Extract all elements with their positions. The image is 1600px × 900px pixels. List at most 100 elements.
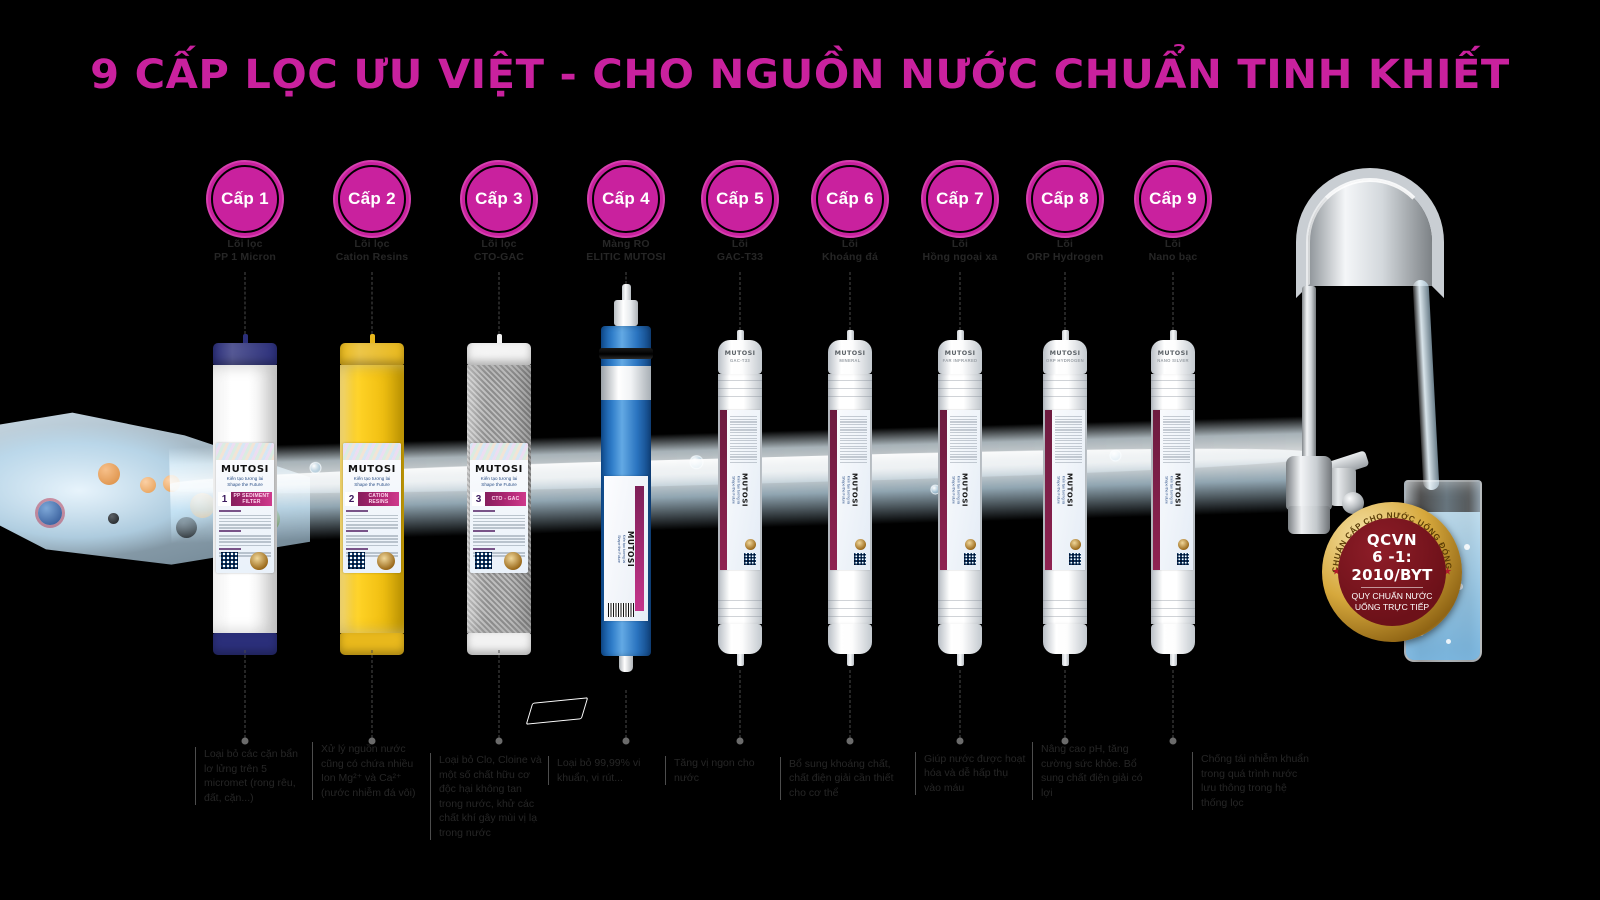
ro-bottom-port <box>619 656 633 672</box>
label-qr-code <box>475 552 492 569</box>
inline-base <box>828 624 872 654</box>
stage-lead-line2: Khoáng đá <box>821 251 879 263</box>
stage-description-3: Loại bỏ Clo, Cloine và một số chất hữu c… <box>430 753 542 840</box>
label-tagline-vi: Kiến tạo tương lai <box>480 476 518 481</box>
inline-tube-ring <box>828 396 872 397</box>
label-model-text: PP SEDIMENT FILTER <box>233 493 270 505</box>
inline-label-seal <box>1178 539 1189 550</box>
inline-label-accent-bar <box>940 410 947 570</box>
seal-sub-line2: UỐNG TRỰC TIẾP <box>1354 602 1430 612</box>
inline-tube-ring <box>828 616 872 617</box>
label-model-text: CTO - GAC <box>491 496 520 502</box>
ro-label-barcode <box>608 603 634 617</box>
stage-lead-line2: GAC-T33 <box>716 251 764 263</box>
label-holo-strip <box>216 443 274 460</box>
inline-tube-ring <box>938 396 982 397</box>
faucet-knob[interactable] <box>1342 492 1364 514</box>
stage-badge-6[interactable]: Cấp 6 <box>811 160 889 238</box>
inline-tube-ring <box>1043 600 1087 601</box>
stage-badge-label: Cấp 2 <box>348 189 396 208</box>
stage-lead-line1: Lõi lọc <box>227 238 263 250</box>
stage-connector-top-3 <box>498 272 500 334</box>
germ-icon <box>108 513 119 524</box>
inline-tube-ring <box>718 396 762 397</box>
inline-top-model: NANO SILVER <box>1157 358 1189 363</box>
water-stream <box>1412 280 1440 490</box>
page-title: 9 CẤP LỌC ƯU VIỆT - CHO NGUỒN NƯỚC CHUẨN… <box>90 52 1510 98</box>
inline-tube-ring <box>1151 616 1195 617</box>
stage-connector-dot-2 <box>368 737 376 745</box>
stage-connector-bottom-3 <box>498 650 500 738</box>
stage-badge-5[interactable]: Cấp 5 <box>701 160 779 238</box>
cartridge-cap-top <box>213 343 277 365</box>
cartridge-cap-bottom <box>467 633 531 655</box>
virus-icon <box>38 501 62 525</box>
stage-lead-line1: Lõi lọc <box>481 238 517 250</box>
inline-bottom-port <box>956 654 964 666</box>
label-brand: MUTOSI <box>348 464 396 475</box>
stage-description-7: Giúp nước được hoạt hóa và dễ hấp thụ và… <box>915 751 1027 795</box>
ro-label-tagline-vi: Kiến tạo tương lai <box>622 534 627 563</box>
stage-badge-label: Cấp 1 <box>221 189 269 208</box>
inline-label-accent-bar <box>720 410 727 570</box>
label-fineprint <box>219 510 271 557</box>
stage-badge-9[interactable]: Cấp 9 <box>1134 160 1212 238</box>
label-tagline-vi: Kiến tạo tương lai <box>353 476 391 481</box>
stage-connector-top-6 <box>849 272 851 330</box>
ro-tip <box>621 284 631 300</box>
stage-badge-2[interactable]: Cấp 2 <box>333 160 411 238</box>
stage-connector-top-2 <box>371 272 373 334</box>
stage-connector-dot-1 <box>241 737 249 745</box>
inline-top-brand: MUTOSI <box>944 349 976 357</box>
stage-lead-line1: Lõi <box>731 238 749 250</box>
inline-label-fineprint <box>1055 416 1082 464</box>
faucet-stem <box>1302 286 1316 468</box>
stage-badge-label: Cấp 5 <box>716 189 764 208</box>
stage-badge-label: Cấp 9 <box>1149 189 1197 208</box>
stage-connector-bottom-7 <box>959 670 961 738</box>
label-holo-strip <box>470 443 528 460</box>
label-brand: MUTOSI <box>221 464 269 475</box>
stage-badge-3[interactable]: Cấp 3 <box>460 160 538 238</box>
stage-description-9: Chống tái nhiễm khuẩn trong quá trình nư… <box>1192 752 1310 810</box>
stage-lead-line1: Lõi <box>1056 238 1074 250</box>
inline-tube-ring <box>718 388 762 389</box>
stage-badge-label: Cấp 6 <box>826 189 874 208</box>
bubble-icon <box>1446 639 1451 644</box>
ro-label-brand: MUTOSI <box>626 530 636 567</box>
inline-label-seal <box>745 539 756 550</box>
inline-top-port <box>736 330 744 340</box>
stage-connector-dot-3 <box>495 737 503 745</box>
stage-connector-dot-7 <box>956 737 964 745</box>
stage-badge-8[interactable]: Cấp 8 <box>1026 160 1104 238</box>
stage-lead-line1: Lõi <box>841 238 859 250</box>
stage-badge-4[interactable]: Cấp 4 <box>587 160 665 238</box>
inline-label-qr-code <box>854 553 866 565</box>
stage-connector-dot-5 <box>736 737 744 745</box>
cartridge-cap-bottom <box>340 633 404 655</box>
germ-icon <box>163 475 180 492</box>
stage-badge-7[interactable]: Cấp 7 <box>921 160 999 238</box>
stage-badge-1[interactable]: Cấp 1 <box>206 160 284 238</box>
inline-tube-ring <box>718 608 762 609</box>
